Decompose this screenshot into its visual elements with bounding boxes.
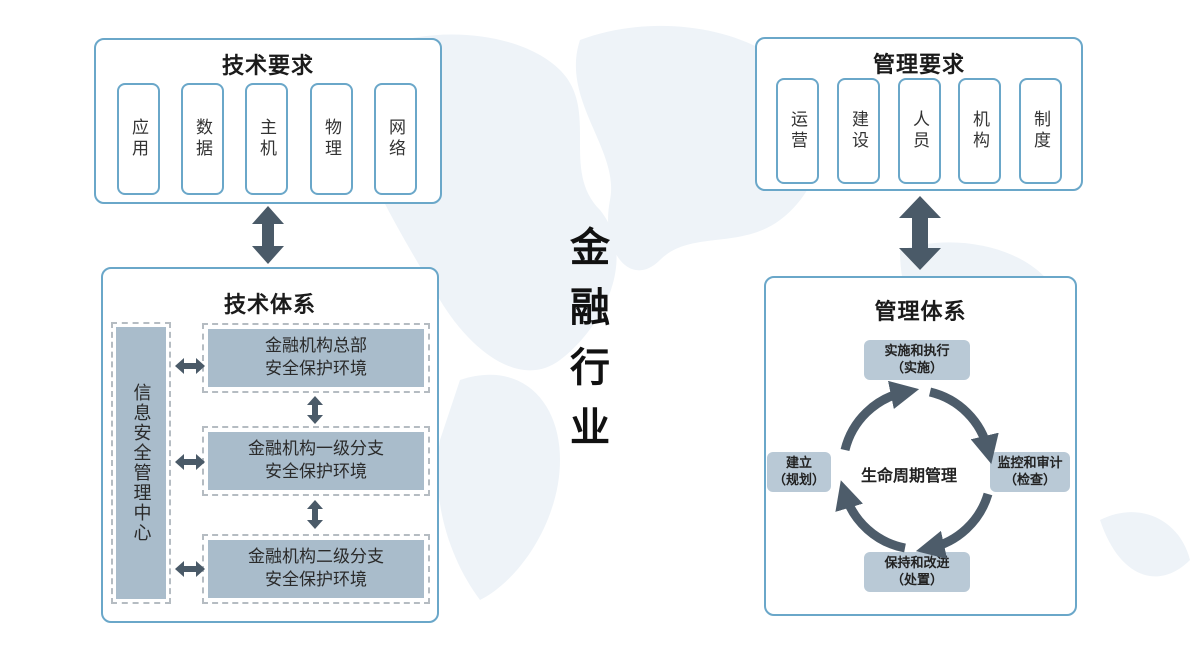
branch1-to-branch2-arrow xyxy=(307,500,323,529)
lifecycle-node-monitor: 监控和审计 （检查） xyxy=(990,452,1070,492)
hq-security-environment: 金融机构总部 安全保护环境 xyxy=(208,329,424,387)
mgmt-double-arrow xyxy=(899,196,941,270)
hq-env-frame xyxy=(202,323,430,393)
tech-item-host: 主机 xyxy=(245,83,288,195)
security-center-frame xyxy=(111,322,171,604)
hq-to-branch1-arrow xyxy=(307,396,323,424)
mgmt-system-title: 管理体系 xyxy=(874,300,967,325)
mgmt-item-policy: 制度 xyxy=(1019,78,1062,184)
tech-item-network: 网络 xyxy=(374,83,417,195)
security-management-center: 信息安全管理中心 xyxy=(116,327,166,599)
lifecycle-center-label: 生命周期管理 xyxy=(861,466,958,485)
lifecycle-node-implement: 实施和执行 （实施） xyxy=(864,340,970,380)
branch2-security-environment: 金融机构二级分支 安全保护环境 xyxy=(208,540,424,598)
tech-item-data: 数据 xyxy=(181,83,224,195)
cycle-arrow-maintain-to-establish xyxy=(835,480,906,553)
tech-item-physical: 物理 xyxy=(310,83,353,195)
center-to-branch2-arrow xyxy=(175,561,205,577)
mgmt-item-personnel: 人员 xyxy=(898,78,941,184)
tech-double-arrow xyxy=(252,206,284,264)
mgmt-item-construction: 建设 xyxy=(837,78,880,184)
mgmt-item-organization: 机构 xyxy=(958,78,1001,184)
cycle-arrow-implement-to-monitor xyxy=(928,387,999,465)
center-title-char: 行 xyxy=(570,345,610,391)
center-to-hq-arrow xyxy=(175,358,205,374)
branch1-security-environment: 金融机构一级分支 安全保护环境 xyxy=(208,432,424,490)
tech-requirements-title: 技术要求 xyxy=(221,54,314,79)
cycle-arrow-monitor-to-maintain xyxy=(915,492,993,559)
mgmt-requirements-title: 管理要求 xyxy=(872,53,965,78)
center-title-char: 融 xyxy=(570,285,610,331)
lifecycle-node-establish: 建立 （规划） xyxy=(767,452,831,492)
mgmt-item-operations: 运营 xyxy=(776,78,819,184)
lifecycle-cycle xyxy=(835,380,999,559)
center-title: 金融行业 xyxy=(560,218,620,458)
tech-system-title: 技术体系 xyxy=(223,293,316,318)
center-title-char: 业 xyxy=(570,405,610,451)
center-to-branch1-arrow xyxy=(175,454,205,470)
center-title-char: 金 xyxy=(570,225,610,271)
tech-item-application: 应用 xyxy=(117,83,160,195)
cycle-arrow-establish-to-implement xyxy=(840,380,920,452)
